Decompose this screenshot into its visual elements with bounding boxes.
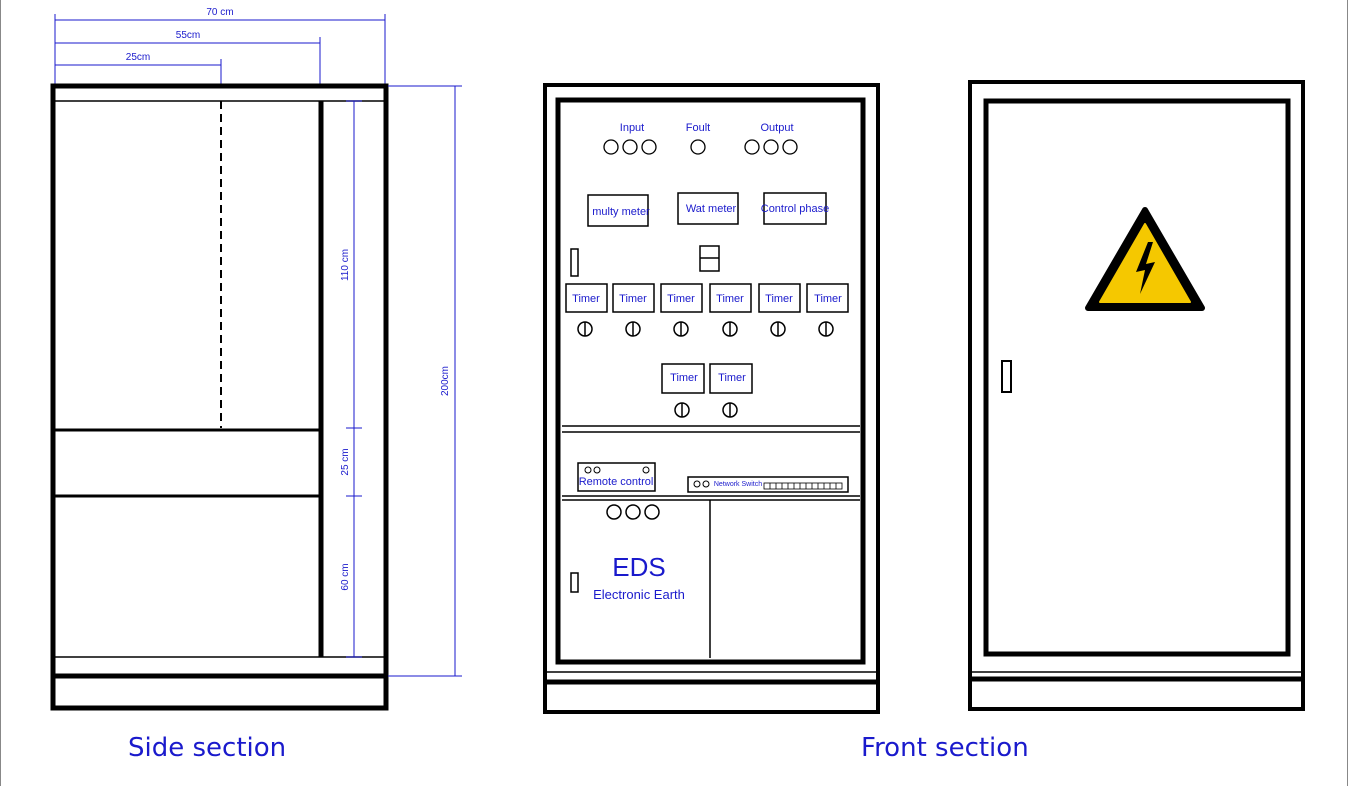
control-phase-label: Control phase [761, 203, 830, 215]
timer-8-label: Timer [718, 372, 746, 384]
closed-body [968, 80, 1305, 711]
door-handle [1001, 360, 1012, 393]
control-phase-box [763, 192, 827, 225]
wattmeter-box [677, 192, 739, 225]
side-section-caption: Side section [128, 733, 287, 763]
multimeter-box [587, 194, 649, 227]
front-body [543, 83, 880, 714]
lower-latch [570, 572, 579, 593]
dim-height-110: 110 cm [340, 249, 351, 281]
timer-7-label: Timer [670, 372, 698, 384]
network-switch-label: Network Switch [714, 481, 762, 488]
closed-door [983, 98, 1291, 657]
wattmeter-label: Wat meter [686, 203, 737, 215]
door-latch [570, 248, 579, 277]
timers-row1 [565, 283, 849, 313]
dim-height-25: 25 cm [340, 448, 351, 475]
lower-lamps [606, 504, 660, 520]
height-dimensions [346, 85, 462, 677]
timer-knobs-row1 [577, 321, 834, 337]
timer-6-label: Timer [814, 293, 842, 305]
high-voltage-warning-icon [1085, 207, 1205, 311]
dim-height-60: 60 cm [340, 563, 351, 590]
dim-height-200: 200cm [440, 366, 451, 396]
timer-2-label: Timer [619, 293, 647, 305]
output-label: Output [760, 122, 793, 134]
front-closed-section [968, 80, 1305, 711]
timer-5-label: Timer [765, 293, 793, 305]
network-switch-box [687, 476, 849, 493]
width-dimensions [54, 14, 386, 85]
front-section-caption: Front section [861, 733, 1029, 763]
timer-3-label: Timer [667, 293, 695, 305]
fault-label: Foult [686, 122, 710, 134]
remote-control-label: Remote control [579, 476, 654, 488]
side-section: 70 cm 55cm 25cm 110 cm 25 cm 60 cm 200cm [50, 7, 462, 711]
indicator-lamps [603, 139, 798, 155]
front-open-section: Input Foult Output multy meter Wat meter… [543, 83, 880, 714]
network-ports [763, 482, 843, 490]
timer-4-label: Timer [716, 293, 744, 305]
dim-width-55: 55cm [176, 30, 200, 41]
brand-subtitle: Electronic Earth [593, 587, 685, 602]
dim-width-70: 70 cm [206, 7, 233, 18]
input-label: Input [620, 122, 644, 134]
multimeter-label: multy meter [592, 206, 650, 218]
timer-knobs-row2 [674, 402, 738, 418]
side-body [50, 83, 389, 711]
remote-control-box [577, 462, 656, 492]
timer-1-label: Timer [572, 293, 600, 305]
brand-logo-text: EDS [612, 552, 665, 582]
dim-width-25: 25cm [126, 52, 150, 63]
